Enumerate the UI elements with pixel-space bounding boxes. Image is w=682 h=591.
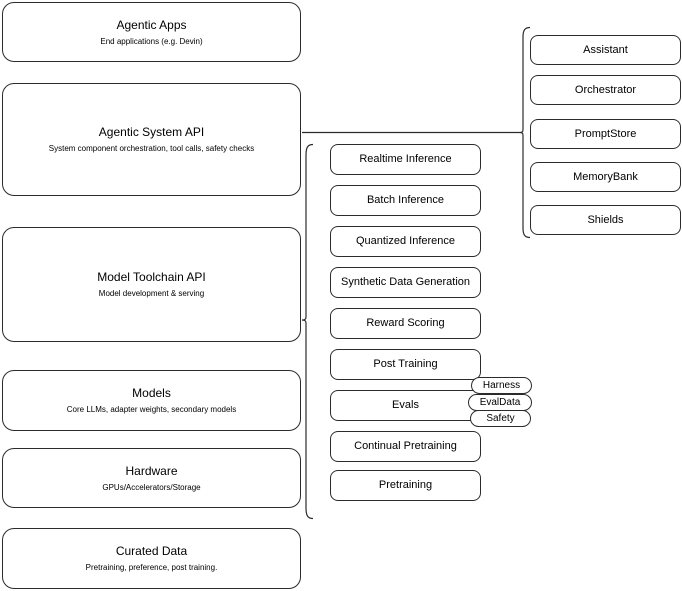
layer-subtitle: GPUs/Accelerators/Storage bbox=[102, 482, 201, 492]
toolchain-item-quantized-inference[interactable]: Quantized Inference bbox=[330, 226, 481, 257]
item-label: Orchestrator bbox=[574, 83, 637, 96]
layer-title: Agentic System API bbox=[98, 125, 205, 139]
eval-badge-harness[interactable]: Harness bbox=[471, 377, 532, 394]
layer-title: Agentic Apps bbox=[116, 17, 187, 32]
badge-label: Harness bbox=[482, 379, 521, 391]
item-label: Quantized Inference bbox=[355, 235, 456, 247]
system-item-shields[interactable]: Shields bbox=[530, 205, 681, 235]
toolchain-item-realtime-inference[interactable]: Realtime Inference bbox=[330, 144, 481, 175]
system-item-assistant[interactable]: Assistant bbox=[530, 35, 681, 65]
item-label: Reward Scoring bbox=[366, 317, 445, 329]
item-label: Pretraining bbox=[378, 479, 433, 491]
item-label: Evals bbox=[392, 399, 419, 411]
item-label: Realtime Inference bbox=[359, 153, 452, 165]
item-label: MemoryBank bbox=[573, 170, 638, 183]
layer-hardware[interactable]: Hardware GPUs/Accelerators/Storage bbox=[2, 448, 301, 508]
layer-subtitle: Model development & serving bbox=[98, 289, 205, 298]
toolchain-item-continual-pretraining[interactable]: Continual Pretraining bbox=[330, 431, 481, 462]
item-label: Continual Pretraining bbox=[354, 440, 457, 452]
toolchain-item-synthetic-data-generation[interactable]: Synthetic Data Generation bbox=[330, 267, 481, 298]
toolchain-item-pretraining[interactable]: Pretraining bbox=[330, 470, 481, 501]
item-label: Post Training bbox=[373, 358, 438, 370]
item-label: Assistant bbox=[583, 43, 628, 56]
brace-toolchain-items bbox=[301, 143, 314, 520]
item-label: Batch Inference bbox=[366, 194, 445, 206]
system-item-promptstore[interactable]: PromptStore bbox=[530, 119, 681, 149]
layer-agentic-system-api[interactable]: Agentic System API System component orch… bbox=[2, 83, 301, 196]
layer-models[interactable]: Models Core LLMs, adapter weights, secon… bbox=[2, 370, 301, 431]
eval-badge-evaldata[interactable]: EvalData bbox=[468, 394, 532, 411]
layer-agentic-apps[interactable]: Agentic Apps End applications (e.g. Devi… bbox=[2, 2, 301, 62]
layer-subtitle: Core LLMs, adapter weights, secondary mo… bbox=[66, 405, 237, 414]
toolchain-item-post-training[interactable]: Post Training bbox=[330, 349, 481, 380]
layer-subtitle: System component orchestration, tool cal… bbox=[48, 144, 255, 153]
system-item-memorybank[interactable]: MemoryBank bbox=[530, 162, 681, 192]
layer-title: Hardware bbox=[125, 463, 178, 478]
toolchain-item-evals[interactable]: Evals bbox=[330, 390, 481, 421]
layer-title: Models bbox=[132, 386, 171, 400]
layer-model-toolchain-api[interactable]: Model Toolchain API Model development & … bbox=[2, 227, 301, 342]
toolchain-item-reward-scoring[interactable]: Reward Scoring bbox=[330, 308, 481, 339]
eval-badge-safety[interactable]: Safety bbox=[470, 410, 531, 427]
layer-title: Model Toolchain API bbox=[97, 270, 206, 284]
layer-curated-data[interactable]: Curated Data Pretraining, preference, po… bbox=[2, 528, 301, 589]
item-label: Shields bbox=[587, 213, 624, 226]
toolchain-item-batch-inference[interactable]: Batch Inference bbox=[330, 185, 481, 216]
item-label: Synthetic Data Generation bbox=[340, 276, 471, 288]
layer-subtitle: Pretraining, preference, post training. bbox=[85, 563, 218, 572]
brace-system-items bbox=[518, 26, 531, 239]
item-label: PromptStore bbox=[574, 127, 637, 140]
system-item-orchestrator[interactable]: Orchestrator bbox=[530, 75, 681, 105]
badge-label: EvalData bbox=[479, 396, 521, 408]
badge-label: Safety bbox=[486, 412, 515, 424]
layer-title: Curated Data bbox=[115, 544, 188, 558]
layer-subtitle: End applications (e.g. Devin) bbox=[100, 36, 203, 46]
